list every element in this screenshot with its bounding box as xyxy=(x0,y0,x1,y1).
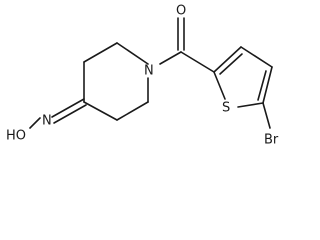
atom-label-hydroxyl: HO xyxy=(6,129,26,144)
bond-n-carbonyl xyxy=(159,51,182,65)
atom-label-sulfur: S xyxy=(222,101,230,116)
bond-c5-s xyxy=(237,102,264,108)
bond-c4-n-double-a xyxy=(51,98,85,118)
bond-c2-c3-thio xyxy=(213,46,242,73)
bond-c4-c5 xyxy=(83,101,118,121)
bond-n-c2 xyxy=(116,42,149,65)
bond-c4-c5-thio-inner xyxy=(257,70,267,101)
atom-label-oxime-nitrogen: N xyxy=(42,114,52,129)
bond-n-o xyxy=(29,117,41,129)
thiophene-ring xyxy=(213,46,273,108)
bond-c5-c6 xyxy=(116,101,149,121)
atom-label-ring-nitrogen: N xyxy=(144,64,154,79)
atom-label-carbonyl-oxygen: O xyxy=(176,4,186,19)
bond-c3-c4-thio xyxy=(240,46,273,68)
bond-c4-c5-thio xyxy=(262,66,273,104)
piperidine-ring xyxy=(83,42,149,121)
molecule-structure: O N S Br N HO xyxy=(6,4,279,148)
atom-label-bromine: Br xyxy=(264,133,279,148)
bond-c2-c3-thio-inner xyxy=(219,53,243,75)
bond-s-c2 xyxy=(213,71,226,100)
carbonyl-linker xyxy=(159,17,215,73)
bond-carbonyl-thiophene xyxy=(180,51,215,73)
bond-c5-br xyxy=(262,102,271,129)
bond-c4-n-double-b xyxy=(53,104,87,124)
bond-c2-c3 xyxy=(83,42,118,63)
oxime-group xyxy=(29,98,87,129)
